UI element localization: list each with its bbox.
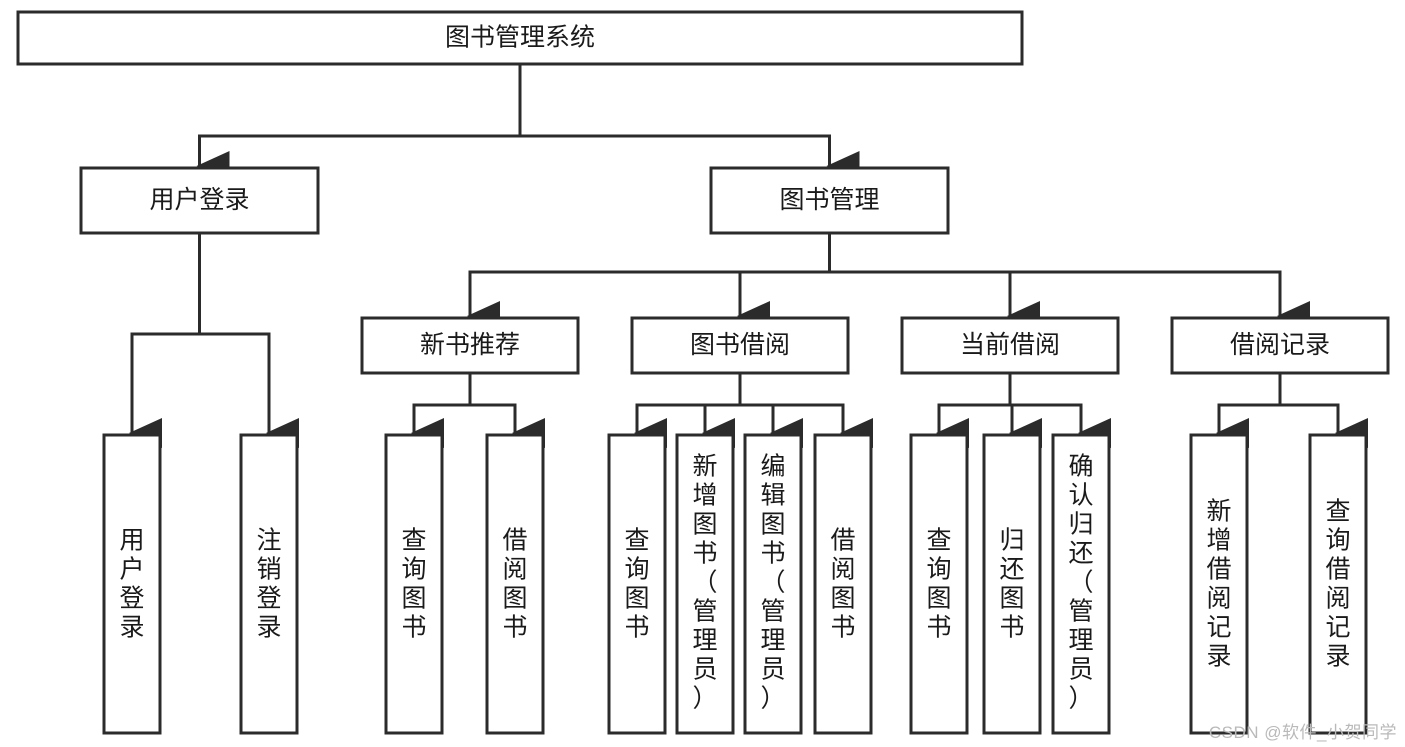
node-book-manage[interactable]: 图书管理 <box>709 166 950 235</box>
connector-group-book-borrow <box>634 371 873 448</box>
connector-layer <box>129 62 1368 448</box>
node-new-book-rec[interactable]: 新书推荐 <box>360 316 580 375</box>
node-root[interactable]: 图书管理系统 <box>16 10 1024 66</box>
node-leaf-user-login[interactable]: 用户登录 <box>102 433 162 735</box>
node-leaf-return-book[interactable]: 归还图书 <box>982 433 1042 735</box>
node-label-leaf-logout: 注销登录 <box>256 526 281 641</box>
node-label-leaf-query-book-2: 查询图书 <box>624 526 649 641</box>
node-leaf-query-book-2[interactable]: 查询图书 <box>607 433 667 735</box>
node-label-leaf-query-record: 查询借阅记录 <box>1325 497 1350 670</box>
node-leaf-add-record[interactable]: 新增借阅记录 <box>1189 433 1249 735</box>
node-leaf-logout[interactable]: 注销登录 <box>239 433 299 735</box>
node-leaf-borrow-book-1[interactable]: 借阅图书 <box>485 433 545 735</box>
node-label-book-borrow: 图书借阅 <box>690 331 790 359</box>
node-label-leaf-return-book: 归还图书 <box>999 526 1024 641</box>
node-borrow-record[interactable]: 借阅记录 <box>1170 316 1390 375</box>
connector-group-user-login <box>129 231 299 448</box>
node-label-user-login: 用户登录 <box>149 186 249 214</box>
node-leaf-confirm-return[interactable]: 确认归还（管理员） <box>1051 433 1111 735</box>
node-label-leaf-add-record: 新增借阅记录 <box>1206 497 1231 670</box>
node-label-leaf-user-login: 用户登录 <box>119 526 144 641</box>
node-leaf-add-book[interactable]: 新增图书（管理员） <box>675 433 735 735</box>
node-user-login[interactable]: 用户登录 <box>79 166 320 235</box>
node-label-leaf-edit-book: 编辑图书（管理员） <box>760 452 785 712</box>
node-label-current-borrow: 当前借阅 <box>960 331 1060 359</box>
node-book-borrow[interactable]: 图书借阅 <box>630 316 850 375</box>
node-current-borrow[interactable]: 当前借阅 <box>900 316 1120 375</box>
node-leaf-query-record[interactable]: 查询借阅记录 <box>1308 433 1368 735</box>
node-label-new-book-rec: 新书推荐 <box>420 331 520 359</box>
node-label-leaf-confirm-return: 确认归还（管理员） <box>1068 452 1093 712</box>
node-label-leaf-query-book-1: 查询图书 <box>401 526 426 641</box>
node-label-leaf-borrow-book-2: 借阅图书 <box>830 526 855 641</box>
node-leaf-query-book-1[interactable]: 查询图书 <box>384 433 444 735</box>
node-label-leaf-add-book: 新增图书（管理员） <box>692 452 717 712</box>
connector-group-borrow-record <box>1216 371 1368 448</box>
node-layer: 图书管理系统用户登录图书管理新书推荐图书借阅当前借阅借阅记录用户登录注销登录查询… <box>16 10 1390 735</box>
connector-group-book-manage <box>467 231 1310 331</box>
node-label-book-manage: 图书管理 <box>779 186 879 214</box>
node-leaf-borrow-book-2[interactable]: 借阅图书 <box>813 433 873 735</box>
node-label-leaf-borrow-book-1: 借阅图书 <box>502 526 527 641</box>
node-leaf-edit-book[interactable]: 编辑图书（管理员） <box>743 433 803 735</box>
connector-group-current-borrow <box>936 371 1111 448</box>
connector-group-new-book-rec <box>411 371 545 448</box>
node-leaf-query-book-3[interactable]: 查询图书 <box>909 433 969 735</box>
connector-group-root <box>196 62 860 181</box>
node-label-root: 图书管理系统 <box>445 24 595 52</box>
node-label-borrow-record: 借阅记录 <box>1230 331 1330 359</box>
node-label-leaf-query-book-3: 查询图书 <box>926 526 951 641</box>
